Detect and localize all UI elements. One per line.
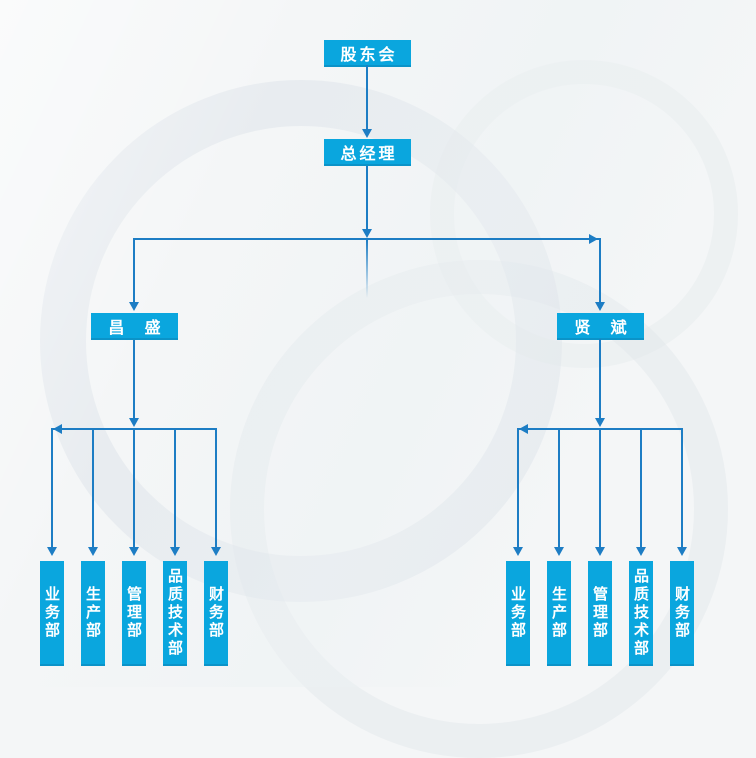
background-watermark-circle (230, 260, 728, 758)
dept-production-right: 生产部 (547, 561, 571, 666)
arrowhead-down-icon (554, 547, 564, 556)
arrowhead-down-icon (595, 302, 605, 311)
connector-line (681, 428, 683, 547)
arrowhead-down-icon (362, 229, 372, 238)
connector-line (599, 339, 601, 418)
arrowhead-down-icon (595, 547, 605, 556)
org-node-shareholders: 股东会 (324, 40, 411, 67)
arrowhead-down-icon (129, 418, 139, 427)
connector-line (366, 65, 368, 129)
arrowhead-left-icon (53, 424, 62, 434)
connector-line (174, 428, 176, 547)
connector-line (133, 428, 135, 547)
arrowhead-down-icon (47, 547, 57, 556)
connector-line (599, 428, 601, 547)
connector-line (133, 340, 135, 418)
connector-line (92, 428, 94, 547)
dept-production-left: 生产部 (81, 561, 105, 666)
background-watermark-circle (40, 80, 562, 602)
arrowhead-down-icon (129, 302, 139, 311)
connector-line (215, 428, 217, 547)
arrowhead-down-icon (88, 547, 98, 556)
dept-management-right: 管理部 (588, 561, 612, 666)
dept-quality-tech-left: 品质技术部 (163, 561, 187, 666)
dept-finance-left: 财务部 (204, 561, 228, 666)
connector-line-fading (366, 240, 368, 298)
arrowhead-down-icon (362, 129, 372, 138)
arrowhead-down-icon (513, 547, 523, 556)
arrowhead-down-icon (170, 547, 180, 556)
connector-line (133, 238, 601, 240)
org-node-manager-changsheng: 昌 盛 (91, 313, 178, 340)
dept-finance-right: 财务部 (670, 561, 694, 666)
connector-line (640, 428, 642, 547)
arrowhead-right-icon (589, 234, 598, 244)
connector-line (558, 428, 560, 547)
dept-management-left: 管理部 (122, 561, 146, 666)
org-node-general-manager: 总经理 (324, 139, 411, 166)
dept-business-left: 业务部 (40, 561, 64, 666)
arrowhead-down-icon (677, 547, 687, 556)
connector-line (517, 428, 519, 547)
connector-line (133, 238, 135, 302)
connector-line (51, 428, 53, 547)
arrowhead-down-icon (636, 547, 646, 556)
connector-line (599, 238, 601, 302)
arrowhead-down-icon (211, 547, 221, 556)
arrowhead-down-icon (595, 418, 605, 427)
org-node-manager-xianbin: 贤 斌 (557, 313, 644, 340)
arrowhead-left-icon (519, 424, 528, 434)
arrowhead-down-icon (129, 547, 139, 556)
dept-quality-tech-right: 品质技术部 (629, 561, 653, 666)
dept-business-right: 业务部 (506, 561, 530, 666)
connector-line (366, 166, 368, 229)
